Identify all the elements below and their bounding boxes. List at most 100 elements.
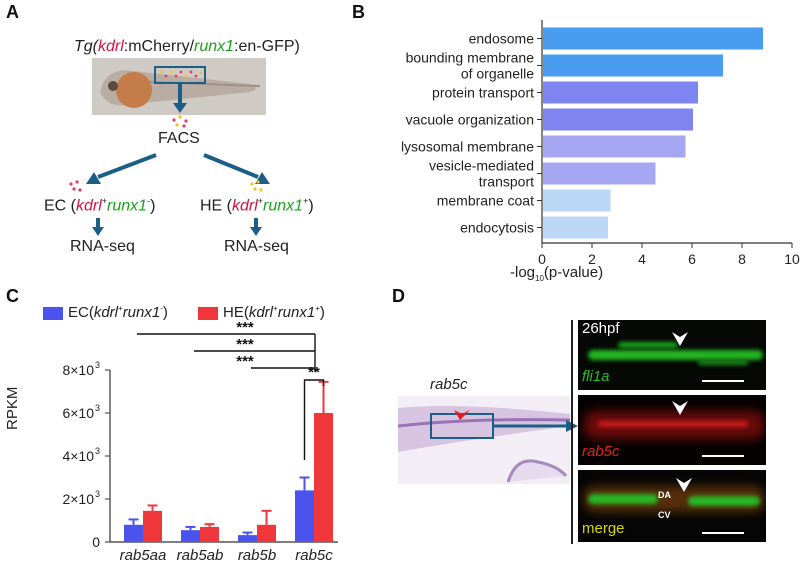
significance-label: ** [308, 364, 320, 381]
legend-he-gene2: runx1 [277, 304, 316, 321]
go-bar [543, 54, 723, 77]
whole-mount-embryo-image [398, 396, 578, 484]
rnaseq-left-label: RNA-seq [70, 238, 135, 255]
y-tick-label: 8×10 [62, 362, 94, 378]
chart-b-x-label-pre: -log [510, 264, 536, 281]
legend-ec-gene2: runx1 [122, 304, 161, 321]
fli1a-label: fli1a [582, 368, 610, 385]
he-cells-dots [250, 180, 263, 192]
significance-label: *** [236, 336, 254, 353]
rab5c-scale-bar [702, 455, 744, 457]
x-tick-label: 2 [588, 251, 596, 267]
y-tick-exponent: 3 [95, 446, 100, 456]
fli1a-stage-label: 26hpf [582, 320, 620, 337]
he-close: ) [308, 197, 314, 215]
chart-b-x-label-post: (p-value) [543, 264, 604, 281]
rpkm-bar [314, 413, 333, 542]
y-tick-exponent: 3 [95, 360, 100, 370]
category-label: rab5ab [177, 547, 224, 562]
legend-he-label: HE(kdrl+runx1+) [223, 304, 325, 321]
rab5c-label: rab5c [582, 443, 620, 460]
whole-mount-gene-label: rab5c [430, 376, 468, 393]
rpkm-bar [143, 510, 162, 542]
y-tick-exponent: 3 [95, 489, 100, 499]
rpkm-bar [124, 524, 143, 542]
facs-label: FACS [158, 130, 200, 147]
legend-he-sup1: + [273, 304, 278, 313]
go-bar [543, 162, 656, 185]
ec-down-arrow-icon [92, 218, 104, 236]
rpkm-bar [295, 490, 314, 542]
go-bar [543, 216, 608, 239]
go-term-label: vacuole organization [406, 112, 534, 128]
legend-ec-label: EC(kdrl+runx1-) [68, 304, 168, 321]
category-label: rab5c [295, 547, 333, 562]
rab5c-image: rab5c [578, 395, 766, 465]
go-term-label: protein transport [432, 85, 534, 101]
merge-label: merge [582, 520, 625, 537]
transgenic-line-title: Tg(kdrl:mCherry/runx1:en-GFP) [74, 38, 300, 56]
merge-cv-label: CV [658, 510, 671, 520]
tg-prefix: Tg( [74, 38, 98, 55]
down-arrow-icon [173, 84, 187, 113]
rnaseq-right-label: RNA-seq [224, 238, 289, 255]
x-tick-label: 8 [738, 251, 746, 267]
panel-letter-b: B [352, 2, 365, 22]
rpkm-bar [200, 526, 219, 542]
ec-close: ) [150, 197, 156, 215]
y-tick-label: 4×10 [62, 448, 94, 464]
y-tick-exponent: 3 [95, 403, 100, 413]
merge-image: DA CV merge [578, 470, 766, 542]
go-term-label: vesicle-mediated [429, 158, 534, 174]
sorted-cells-dots [172, 115, 188, 128]
he-sup-2: + [303, 196, 309, 206]
category-label: rab5b [238, 547, 276, 562]
legend-ec-pre: EC( [68, 304, 94, 321]
go-bar [543, 135, 686, 158]
go-term-label: endocytosis [460, 220, 534, 236]
chart-b-x-label-sub: 10 [535, 274, 544, 283]
legend-ec-sup2: - [160, 304, 163, 313]
he-sup-1: + [257, 196, 264, 206]
category-label: rab5aa [120, 547, 167, 562]
whole-mount-arrowhead-icon [454, 410, 470, 420]
tg-part2: :en-GFP) [234, 38, 300, 55]
go-bar [543, 81, 698, 104]
tg-part1: :mCherry/ [123, 38, 195, 55]
panel-letter-a: A [6, 2, 19, 22]
he-gene-kdrl: kdrl [232, 197, 258, 215]
legend-ec-close: ) [162, 304, 168, 321]
he-label-prefix: HE ( [200, 197, 232, 215]
go-term-label: endosome [469, 31, 535, 47]
ec-cells-dots [69, 180, 82, 192]
x-tick-label: 10 [784, 251, 800, 267]
legend-ec-gene1: kdrl [93, 304, 119, 321]
split-arrow-right-icon [203, 153, 270, 184]
significance-bracket [303, 379, 325, 460]
go-bar [543, 108, 693, 131]
merge-da-label: DA [658, 490, 671, 500]
go-term-label: lysosomal membrane [401, 139, 534, 155]
go-term-label: membrane coat [437, 193, 534, 209]
he-gene-runx1: runx1 [263, 197, 304, 215]
rpkm-bar [238, 535, 257, 542]
significance-label: *** [236, 320, 254, 336]
ec-sup-1: + [101, 196, 108, 206]
trunk-region-box [154, 66, 206, 84]
go-bar [543, 27, 763, 50]
ec-gene-kdrl: kdrl [76, 197, 102, 215]
legend-he-swatch [198, 307, 218, 320]
legend-he-sup2: + [315, 304, 320, 313]
ec-sup-2: - [147, 196, 151, 206]
ec-group-label: EC (kdrl+runx1-) [44, 196, 155, 215]
merge-arrowhead-icon [676, 478, 692, 492]
panel-letter-c: C [6, 286, 19, 306]
he-down-arrow-icon [250, 218, 262, 236]
panel-letter-d: D [392, 286, 405, 306]
y-tick-label: 2×10 [62, 491, 94, 507]
image-stack-divider [571, 320, 573, 544]
ec-label-prefix: EC ( [44, 197, 76, 215]
x-tick-label: 6 [688, 251, 696, 267]
rpkm-bar [181, 530, 200, 542]
